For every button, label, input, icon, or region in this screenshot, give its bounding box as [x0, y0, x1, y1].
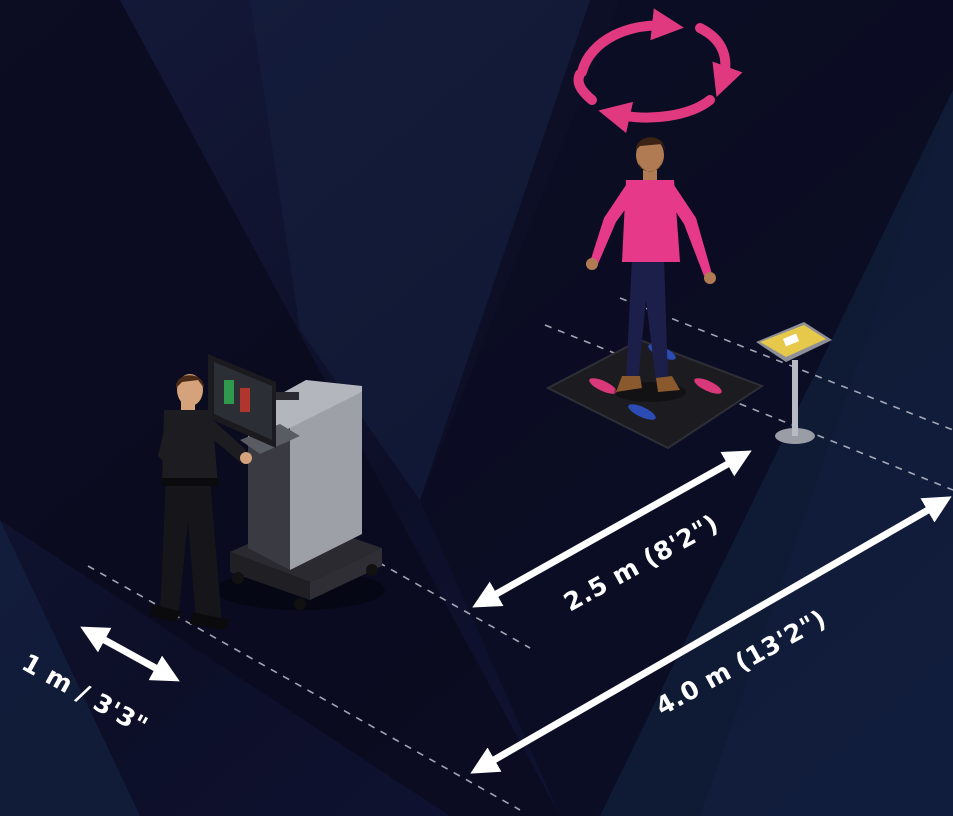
- setup-diagram: 1 m / 3'3" 2.5 m (8'2") 4.0 m (13'2"): [0, 0, 953, 816]
